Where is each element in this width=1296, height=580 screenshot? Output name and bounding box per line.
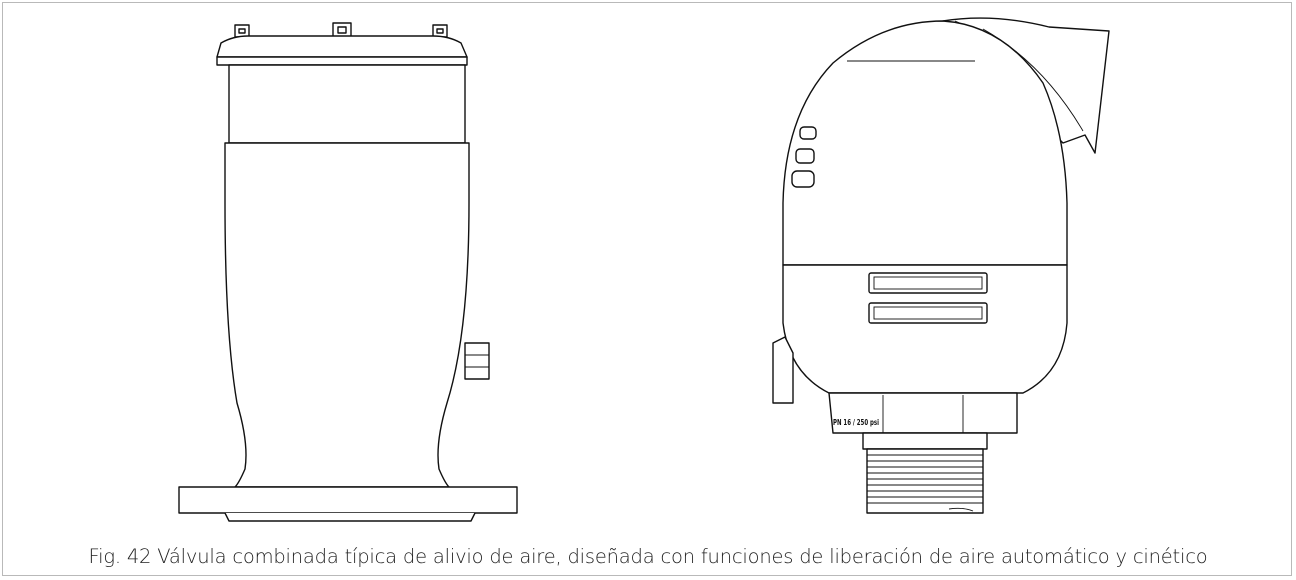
- pressure-rating-label: PN 16 / 250 psi: [833, 418, 879, 427]
- upper-dome: [782, 20, 1068, 266]
- left-valve-drawing: [178, 22, 518, 522]
- upper-cylinder: [228, 64, 466, 144]
- side-bracket: [772, 336, 794, 404]
- cap: [216, 35, 468, 58]
- figure-caption: Fig. 42 Válvula combinada típica de aliv…: [88, 545, 1208, 568]
- cap-bolt-left: [234, 24, 250, 38]
- vent-slot-1: [868, 272, 988, 294]
- base-collar: [828, 392, 1018, 434]
- valve-body: [224, 142, 470, 488]
- side-studs: [791, 126, 817, 188]
- valve-drawings: PN 16 / 250 psi: [178, 17, 1110, 522]
- side-port: [464, 342, 490, 380]
- right-valve-drawing: PN 16 / 250 psi: [772, 17, 1110, 514]
- cap-bolt-right: [432, 24, 448, 38]
- vent-slot-2: [868, 302, 988, 324]
- flange: [178, 486, 518, 514]
- threaded-connection: [862, 432, 988, 514]
